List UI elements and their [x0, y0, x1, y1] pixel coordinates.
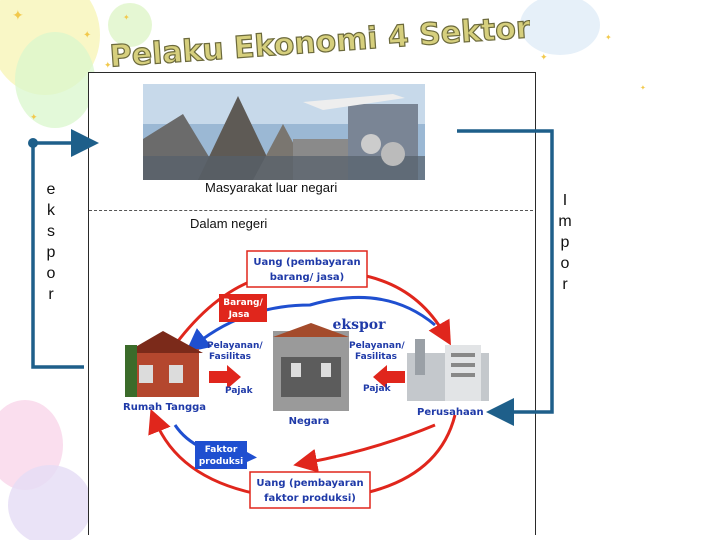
- arc-right-red: [293, 423, 436, 473]
- box-payment-goods: [246, 250, 368, 288]
- arc-top-blue: [185, 295, 436, 353]
- faktor-line1: Faktor: [205, 445, 238, 455]
- box-payment-factors: [249, 471, 371, 509]
- svg-text:✦: ✦: [104, 60, 112, 70]
- ekspor-connector: [28, 129, 99, 369]
- rumah-tangga-label: Rumah Tangga: [123, 402, 206, 413]
- pajak-right-label: Pajak: [363, 384, 392, 394]
- border-divider: [89, 210, 533, 211]
- pajak-left-arrow: [209, 365, 241, 389]
- impor-connector: [457, 129, 554, 426]
- stars: ✦ ✦ ✦ ✦ ✦ ✦ ✦ ✦: [12, 7, 646, 122]
- pajak-right-arrow: [373, 365, 405, 389]
- pelayanan-right-line1: Pelayanan/: [349, 341, 405, 351]
- box-payment-goods-line1: Uang (pembayaran: [253, 257, 360, 268]
- perusahaan-label: Perusahaan: [417, 407, 484, 418]
- circular-flow-diagram: Uang (pembayaran barang/ jasa) Barang/ J…: [123, 250, 489, 509]
- svg-text:✦: ✦: [123, 13, 130, 22]
- box-payment-factors-line2: faktor produksi): [264, 493, 356, 504]
- svg-text:✦: ✦: [540, 52, 548, 62]
- box-payment-factors-line1: Uang (pembayaran: [256, 478, 363, 489]
- barang-line1: Barang/: [223, 298, 263, 308]
- pajak-left-label: Pajak: [225, 386, 254, 396]
- balloon-green: [15, 32, 95, 128]
- foreign-society-photo: [143, 84, 425, 180]
- svg-text:✦: ✦: [12, 7, 24, 23]
- box-payment-goods-line2: barang/ jasa): [270, 272, 344, 283]
- box-faktor-produksi: [195, 441, 247, 469]
- svg-text:✦: ✦: [30, 112, 38, 122]
- household-image: [125, 331, 203, 397]
- svg-text:✦: ✦: [83, 30, 91, 41]
- negara-label: Negara: [289, 416, 330, 427]
- pelayanan-right-line2: Fasilitas: [355, 352, 397, 362]
- pelayanan-left-line1: Pelayanan/: [207, 341, 263, 351]
- impor-vertical-label: I m p o r: [558, 192, 572, 293]
- svg-text:✦: ✦: [605, 33, 612, 42]
- balloon-blue: [520, 0, 600, 55]
- box-barang-jasa: [219, 294, 267, 322]
- barang-line2: Jasa: [228, 310, 250, 320]
- ekspor-vertical-label: e k s p o r: [46, 181, 56, 303]
- balloon-green-small: [108, 3, 152, 47]
- pelayanan-left-line2: Fasilitas: [209, 352, 251, 362]
- domestic-label: Dalam negeri: [190, 216, 268, 231]
- state-image: [273, 323, 349, 411]
- balloon-lavender: [8, 465, 92, 540]
- company-image: [407, 339, 489, 401]
- photo-caption: Masyarakat luar negari: [205, 180, 338, 195]
- svg-text:✦: ✦: [640, 84, 646, 92]
- title-wordart: Pelaku Ekonomi 4 Sektor: [110, 10, 530, 70]
- faktor-line2: produksi: [199, 457, 243, 467]
- ekspor-label: ekspor: [333, 317, 387, 333]
